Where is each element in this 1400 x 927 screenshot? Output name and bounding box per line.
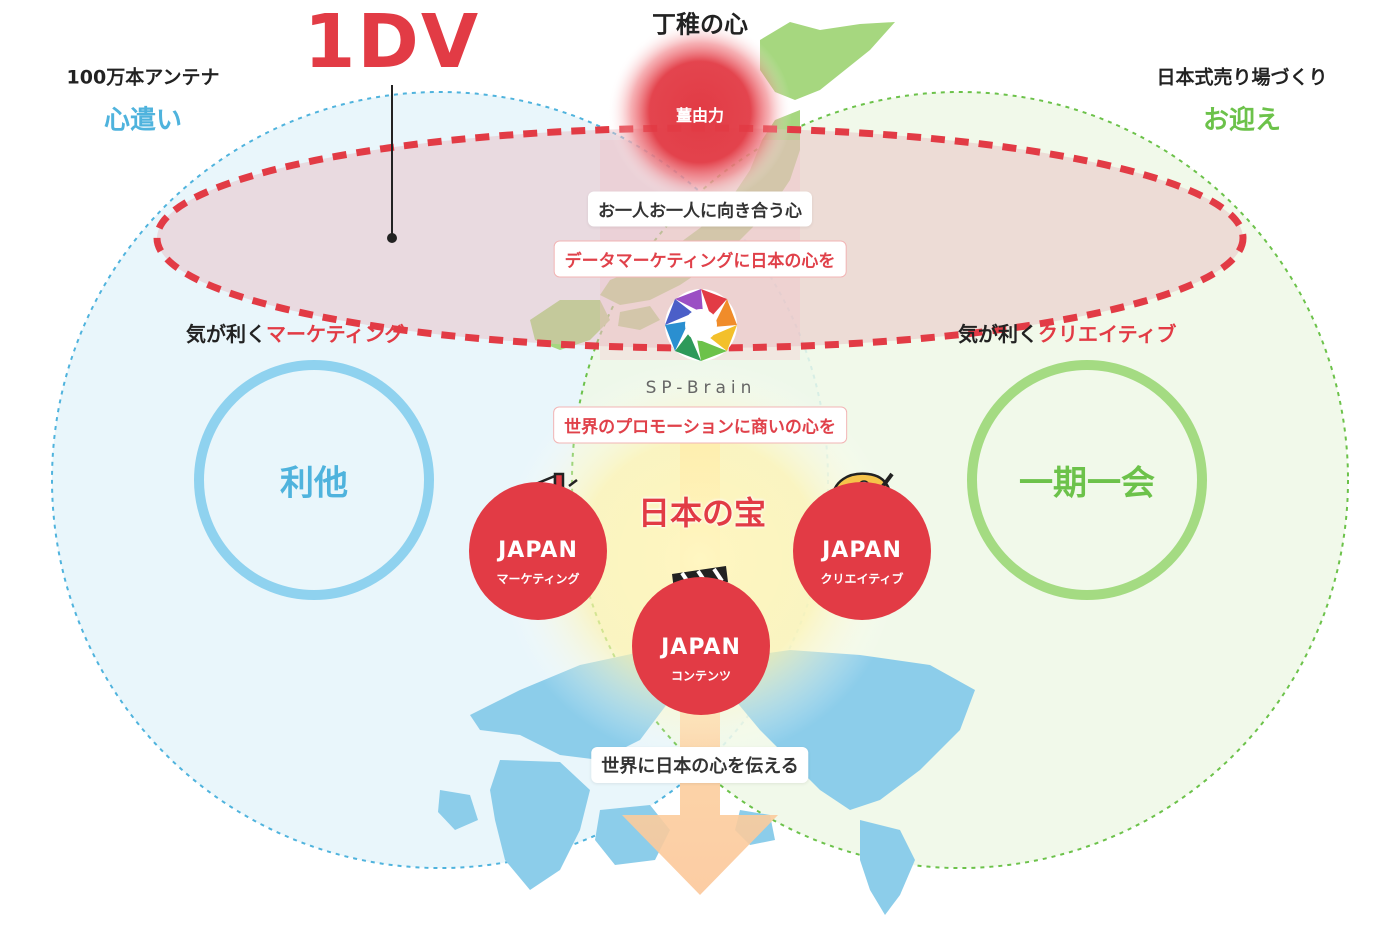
pill-one-to-one: お一人お一人に向き合う心 [588, 191, 812, 227]
brand-pointer-dot [387, 233, 397, 243]
sp-brain-logo-icon [665, 289, 737, 361]
left-description-red: マーケティング [266, 322, 405, 346]
left-ring [194, 360, 434, 600]
treasure-label: 日本の宝 [637, 494, 767, 532]
japan-creative-sub: クリエイティブ [820, 572, 904, 586]
brand-logo: 1DV [303, 0, 481, 85]
right-description-black: 気が利く [958, 322, 1038, 346]
japan-contents-circle: JAPAN コンテンツ [632, 577, 770, 715]
japan-creative-main: JAPAN [822, 538, 902, 563]
sp-brain-logo-text: SP-Brain [645, 378, 757, 398]
right-description: 気が利くクリエイティブ [958, 318, 1176, 347]
left-title: 心遣い [103, 105, 183, 136]
left-description: 気が利くマーケティング [186, 318, 404, 347]
japan-creative-circle: JAPAN クリエイティブ [793, 482, 931, 620]
japan-marketing-main: JAPAN [498, 538, 578, 563]
japan-contents-sub: コンテンツ [670, 669, 731, 683]
core-glow [608, 20, 792, 204]
right-title: お迎え [1202, 105, 1282, 136]
right-ring-label: 一期一会 [1019, 463, 1155, 504]
left-description-black: 気が利く [186, 322, 266, 346]
left-subtitle: 100万本アンテナ [66, 66, 220, 89]
right-subtitle: 日本式売り場づくり [1156, 66, 1328, 89]
right-ring [967, 360, 1207, 600]
pill-promotion: 世界のプロモーションに商いの心を [553, 406, 847, 444]
japan-marketing-circle: JAPAN マーケティング [469, 482, 607, 620]
core-circle-label: 薑由力 [675, 106, 725, 125]
left-ring-label: 利他 [280, 463, 348, 504]
treasure-glow [500, 360, 900, 760]
japan-marketing-sub: マーケティング [496, 572, 580, 586]
japan-contents-main: JAPAN [661, 635, 741, 660]
pill-convey-heart: 世界に日本の心を伝える [591, 747, 809, 783]
right-description-red: クリエイティブ [1038, 322, 1177, 346]
top-center-title: 丁稚の心 [652, 10, 748, 39]
pill-data-marketing: データマーケティングに日本の心を [553, 240, 847, 278]
